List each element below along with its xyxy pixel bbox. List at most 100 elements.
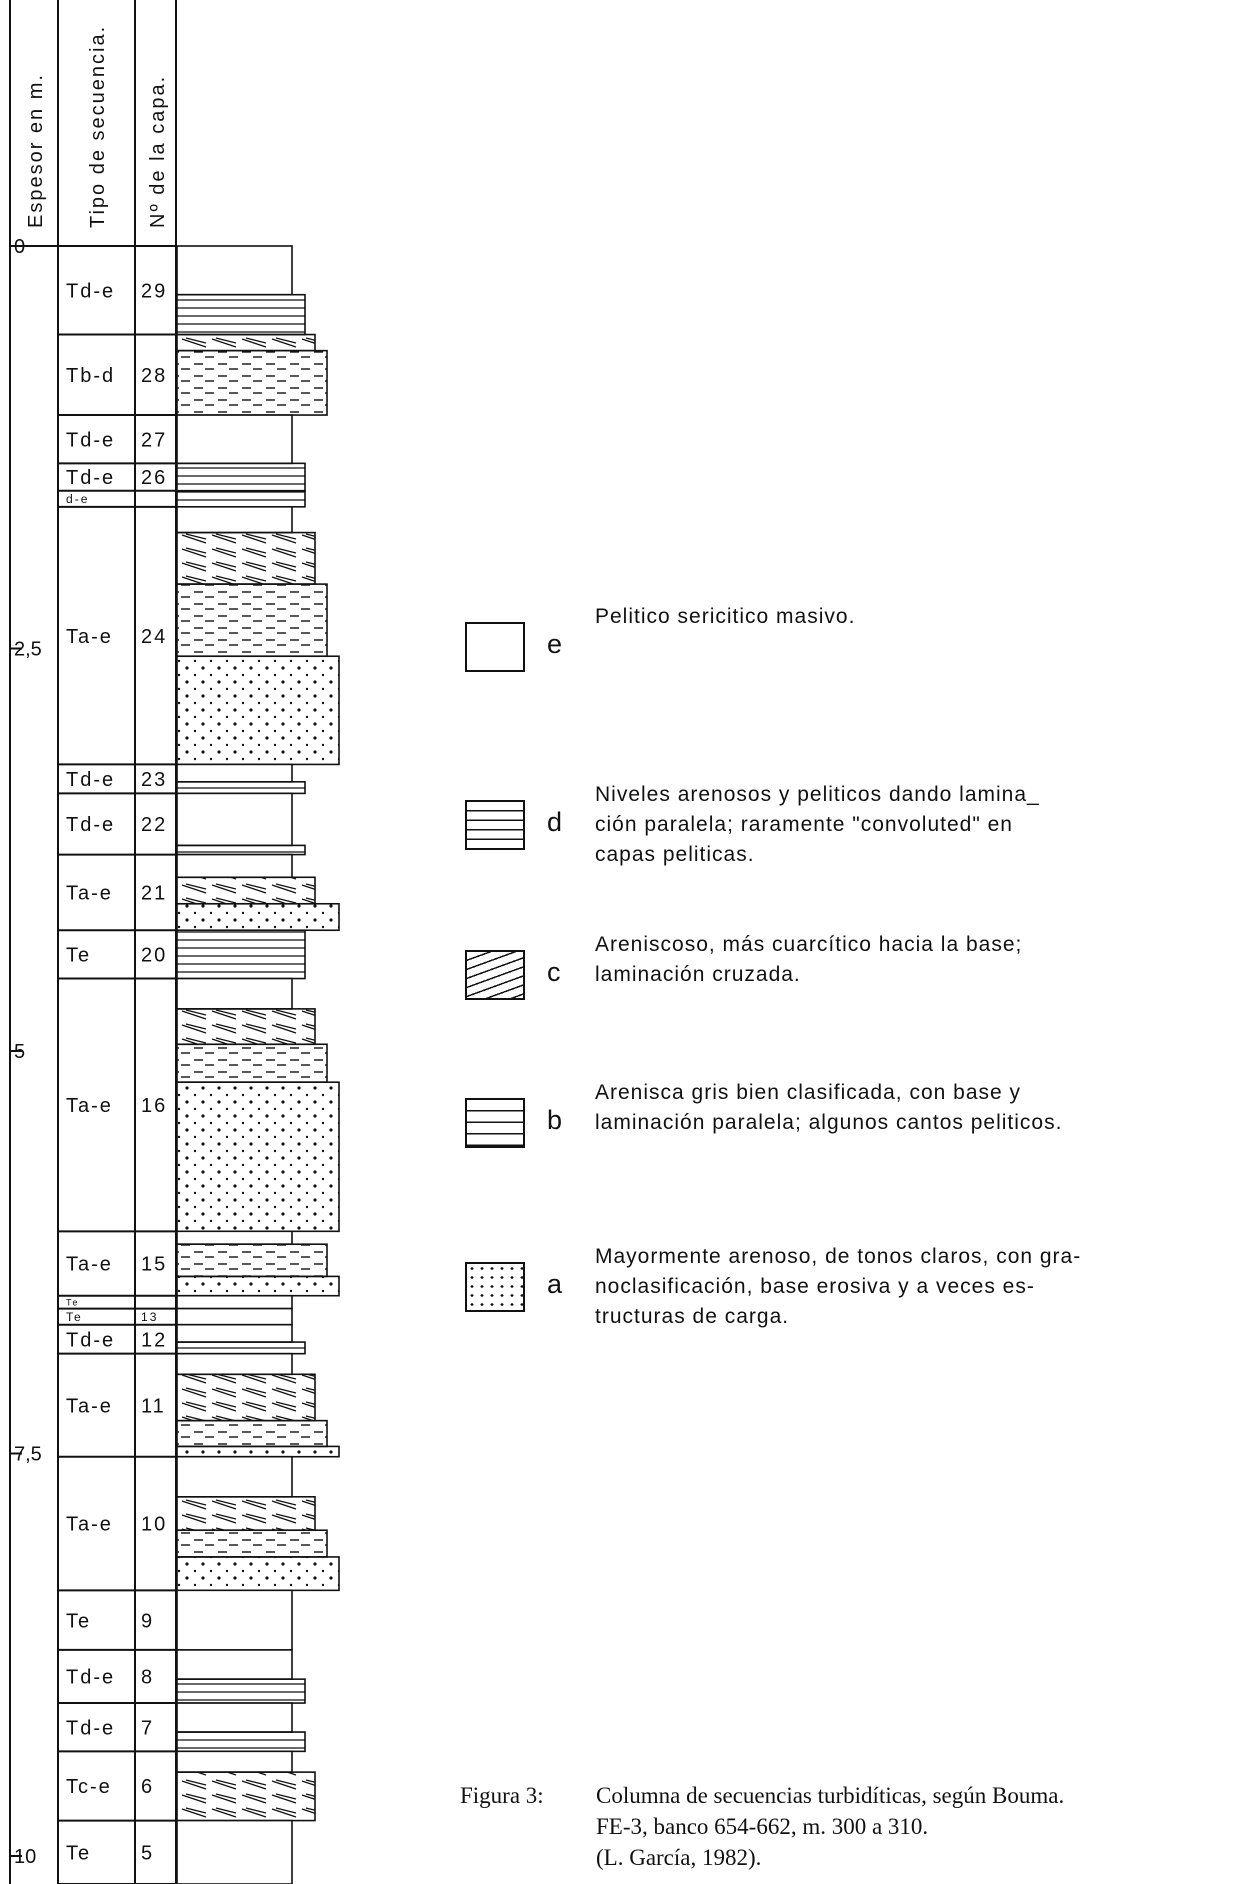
profile-segment-e [177,1821,292,1884]
legend-swatch-b [465,1098,525,1148]
layer-sequence-type: Td-e [66,467,115,489]
layer-sequence-type: Te [66,945,91,967]
profile-segment-d [177,930,305,978]
profile-segment-e [177,1296,292,1309]
legend-text-line: ción paralela; raramente "convoluted" en [595,810,1235,840]
scale-label: 10 [14,1846,36,1868]
profile-segment-a [177,1557,339,1590]
profile-segment-e [177,764,292,781]
layer-number: 11 [141,1395,166,1417]
legend-code: c [547,957,561,988]
profile-segment-e [177,415,292,463]
layer-sequence-type: Td-e [66,429,115,451]
layer-number: 20 [141,945,167,967]
caption-line-1: Columna de secuencias turbidíticas, segú… [596,1780,1064,1811]
caption-line-2: FE-3, banco 654-662, m. 300 a 310. [596,1811,928,1842]
profile-segment-d [177,491,305,507]
profile-segment-b [177,584,327,656]
profile-segment-d [177,782,305,794]
profile-segment-c [177,1374,315,1420]
layer-number: 28 [141,365,167,387]
profile-segment-a [177,1276,339,1295]
legend-swatch-d [465,800,525,850]
profile-segment-b [177,351,327,415]
legend-swatch-c [465,950,525,1000]
legend-text-line: Areniscoso, más cuarcítico hacia la base… [595,930,1235,960]
layer-number: 6 [141,1776,154,1798]
profile-segment-e [177,1325,292,1342]
layer-number: 7 [141,1717,154,1739]
layer-sequence-type: Te [66,1610,91,1632]
layer-number: 13 [141,1310,158,1324]
profile-segment-c [177,1497,315,1530]
layer-number: 27 [141,429,167,451]
header-thickness: Espesor en m. [25,73,47,228]
profile-segment-e [177,1751,292,1772]
profile-segment-e [177,246,292,295]
legend-text-line: Arenisca gris bien clasificada, con base… [595,1078,1235,1108]
header-sequence-type: Tipo de secuencia. [87,25,109,228]
profile-segment-e [177,793,292,845]
legend-text-line: Pelitico sericitico masivo. [595,602,1235,632]
layer-number: 8 [141,1667,154,1689]
profile-segment-e [177,1703,292,1732]
profile-segment-a [177,904,339,930]
layer-number: 23 [141,769,167,791]
layer-sequence-type: Ta-e [66,626,113,648]
profile-segment-d [177,295,305,335]
profile-segment-c [177,1772,315,1820]
profile-segment-d [177,845,305,854]
layer-sequence-type: Ta-e [66,1514,113,1536]
caption-label: Figura 3: [460,1780,544,1811]
scale-label: 5 [14,1041,25,1063]
layer-sequence-type: Te [66,1310,83,1324]
layer-number: 12 [141,1329,167,1351]
layer-number: 21 [141,883,167,905]
profile-segment-c [177,533,315,585]
thickness-scale: 02,557,510 [10,236,42,1868]
profile-segment-e [177,1354,292,1375]
profile-segment-e [177,1457,292,1497]
layer-sequence-type: Td-e [66,1717,115,1739]
layer-sequence-type: Tc-e [66,1776,112,1798]
profile-segment-e [177,507,292,533]
layer-sequence-type: d-e [66,492,89,506]
profile-segment-d [177,1732,305,1751]
profile-segment-c [177,335,315,351]
layer-sequence-type: Ta-e [66,1095,113,1117]
layer-number: 29 [141,280,167,302]
layer-number: 22 [141,814,167,836]
layer-number: 5 [141,1842,154,1864]
profile-segment-e [177,1650,292,1679]
caption-line-3: (L. García, 1982). [596,1842,761,1873]
profile-segment-d [177,1679,305,1703]
profile-segment-a [177,1446,339,1456]
layer-number: 24 [141,626,167,648]
layer-sequence-type: Tb-d [66,365,115,387]
scale-label: 2,5 [14,639,42,661]
header-layer-no: Nº de la capa. [147,75,169,228]
profile-segment-e [177,1231,292,1244]
legend-code: e [547,629,562,660]
legend-code: d [547,807,562,838]
layer-profiles [176,246,339,1884]
layer-sequence-type: Te [66,1842,91,1864]
legend-text-line: Niveles arenosos y peliticos dando lamin… [595,780,1235,810]
layer-sequence-type: Td-e [66,280,115,302]
column-headers: Espesor en m. Tipo de secuencia. Nº de l… [25,25,169,228]
scale-label: 7,5 [14,1444,42,1466]
profile-segment-b [177,1421,327,1447]
profile-segment-a [177,656,339,764]
layer-sequence-type: Ta-e [66,1395,113,1417]
legend-code: b [547,1105,562,1136]
layer-sequence-type: Td-e [66,769,115,791]
profile-segment-c [177,1009,315,1044]
legend-text-line: laminación cruzada. [595,960,1235,990]
layer-sequence-type: Te [66,1297,80,1307]
legend-text-line: Mayormente arenoso, de tonos claros, con… [595,1242,1235,1272]
profile-segment-e [177,1590,292,1650]
profile-segment-b [177,1530,327,1557]
layer-sequence-type: Ta-e [66,883,113,905]
profile-segment-e [177,979,292,1009]
